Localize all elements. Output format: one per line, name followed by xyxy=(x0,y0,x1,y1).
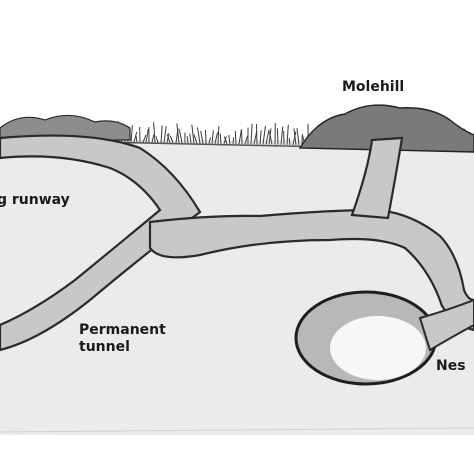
grass-blade xyxy=(160,125,163,143)
grass-blade xyxy=(223,136,228,144)
grass-blade xyxy=(296,128,300,146)
grass-blade xyxy=(135,136,138,143)
nest-label: Nes xyxy=(436,358,466,374)
grass-blade xyxy=(268,131,273,145)
grass-blade xyxy=(145,129,149,143)
grass-blade xyxy=(166,134,171,144)
grass-blade xyxy=(178,129,183,144)
grass-blade xyxy=(208,137,212,144)
grass-blade xyxy=(228,134,231,144)
grass-blade xyxy=(244,136,248,145)
grass-blade xyxy=(265,129,270,145)
grass-blade xyxy=(130,125,133,143)
feeding-runway-label: g runway xyxy=(0,192,70,208)
permanent-tunnel-label-line2: tunnel xyxy=(79,339,130,355)
grass-blade xyxy=(255,124,258,145)
feeding-runway-tunnel xyxy=(0,134,202,352)
grass-blade xyxy=(211,130,214,144)
grass-blade xyxy=(133,131,138,143)
grass-blade xyxy=(293,128,297,146)
grass-blade xyxy=(217,126,220,144)
grass-blade xyxy=(250,123,253,145)
grass-blade xyxy=(176,123,180,144)
molehill-mound xyxy=(298,104,474,153)
grass-blade xyxy=(234,130,237,145)
permanent-tunnel-label-line1: Permanent xyxy=(79,322,166,338)
grass-blade xyxy=(186,136,189,144)
molehill-shaft xyxy=(350,136,404,220)
permanent-tunnel xyxy=(148,208,474,332)
grass-blade xyxy=(189,133,192,144)
grass-blade xyxy=(193,134,198,144)
grass-blade xyxy=(155,136,159,143)
grass-blade xyxy=(191,124,195,144)
surface-soil-mound-left xyxy=(0,114,131,141)
grass-blade xyxy=(163,126,167,143)
nest-chamber-inner xyxy=(330,316,426,380)
grass-blade xyxy=(288,138,291,145)
soil-bottom-edge xyxy=(0,427,474,433)
grass-blade xyxy=(280,126,284,145)
grass-blade xyxy=(286,124,289,145)
grass-blade xyxy=(169,135,174,144)
grass-blade xyxy=(214,132,219,144)
grass-blade xyxy=(151,134,155,143)
grass-blade xyxy=(262,125,266,145)
grass-blade xyxy=(142,134,147,143)
nest-exit-tunnel xyxy=(418,298,474,352)
grass-blade xyxy=(276,128,279,145)
permanent-tunnel-label: Permanent tunnel xyxy=(79,322,166,356)
molehill-label: Molehill xyxy=(342,79,405,95)
grass-blade xyxy=(204,129,207,144)
grass-blade xyxy=(232,137,235,144)
grass-blade xyxy=(200,130,204,144)
grass-blade xyxy=(153,122,156,143)
grass-blade xyxy=(197,127,201,144)
grass-blade xyxy=(259,130,262,145)
grass-blade xyxy=(292,131,297,146)
grass-blade xyxy=(219,133,222,144)
grass-blade xyxy=(223,136,227,144)
